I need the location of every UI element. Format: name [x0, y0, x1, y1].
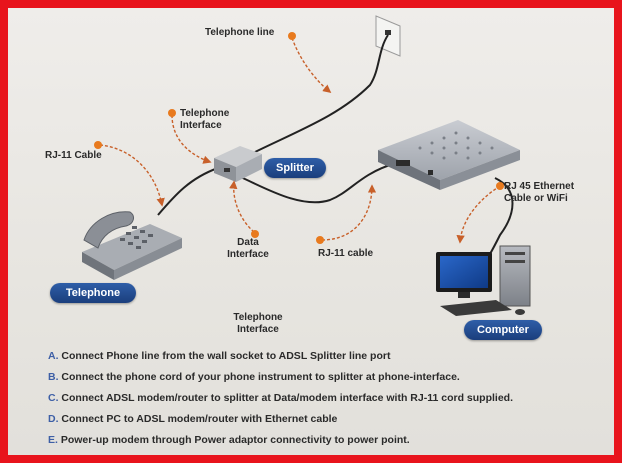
step-text: Connect ADSL modem/router to splitter at… — [61, 392, 513, 404]
rj11-data-cable — [235, 164, 391, 204]
arrow-telephone-interface — [171, 114, 212, 164]
label-rj45-ethernet: RJ 45 Ethernet Cable or WiFi — [504, 181, 575, 204]
arrow-rj45 — [456, 185, 501, 244]
callout-dots — [94, 32, 504, 244]
label-data-interface: Data Interface — [227, 237, 269, 260]
instruction-step: D. Connect PC to ADSL modem/router with … — [48, 412, 608, 433]
label-telephone-interface-top: Telephone Interface — [180, 108, 230, 131]
instruction-list: A. Connect Phone line from the wall sock… — [48, 349, 608, 454]
computer-badge: Computer — [464, 320, 542, 340]
instruction-step: C. Connect ADSL modem/router to splitter… — [48, 391, 608, 412]
arrow-rj11-cable-left — [99, 144, 165, 207]
telephone-line-cable — [254, 34, 389, 153]
telephone-badge: Telephone — [50, 283, 136, 303]
label-telephone-interface-bottom: Telephone Interface — [233, 312, 283, 335]
step-text: Connect PC to ADSL modem/router with Eth… — [61, 413, 338, 425]
step-letter: A. — [48, 350, 59, 362]
arrow-data-interface — [229, 180, 255, 233]
label-telephone-line: Telephone line — [205, 27, 275, 38]
telephone-icon — [82, 211, 182, 280]
label-rj11-cable-left: RJ-11 Cable — [45, 150, 102, 161]
callout-arrows — [99, 37, 501, 244]
step-letter: D. — [48, 413, 59, 425]
instruction-step: E. Power-up modem through Power adaptor … — [48, 433, 608, 454]
step-letter: C. — [48, 392, 59, 404]
adsl-modem-icon — [378, 120, 520, 190]
step-letter: E. — [48, 434, 58, 446]
step-letter: B. — [48, 371, 59, 383]
splitter-icon — [214, 146, 262, 182]
instruction-step: A. Connect Phone line from the wall sock… — [48, 349, 608, 370]
arrow-telephone-line — [291, 37, 332, 94]
computer-icon — [436, 245, 531, 316]
step-text: Power-up modem through Power adaptor con… — [60, 434, 410, 446]
arrow-rj11-cable-mid — [321, 184, 377, 241]
splitter-badge: Splitter — [264, 158, 326, 178]
step-text: Connect the phone cord of your phone ins… — [61, 371, 460, 383]
label-rj11-cable-mid: RJ-11 cable — [318, 248, 374, 259]
phone-cord-cable — [157, 167, 219, 216]
instruction-step: B. Connect the phone cord of your phone … — [48, 370, 608, 391]
step-text: Connect Phone line from the wall socket … — [61, 350, 391, 362]
